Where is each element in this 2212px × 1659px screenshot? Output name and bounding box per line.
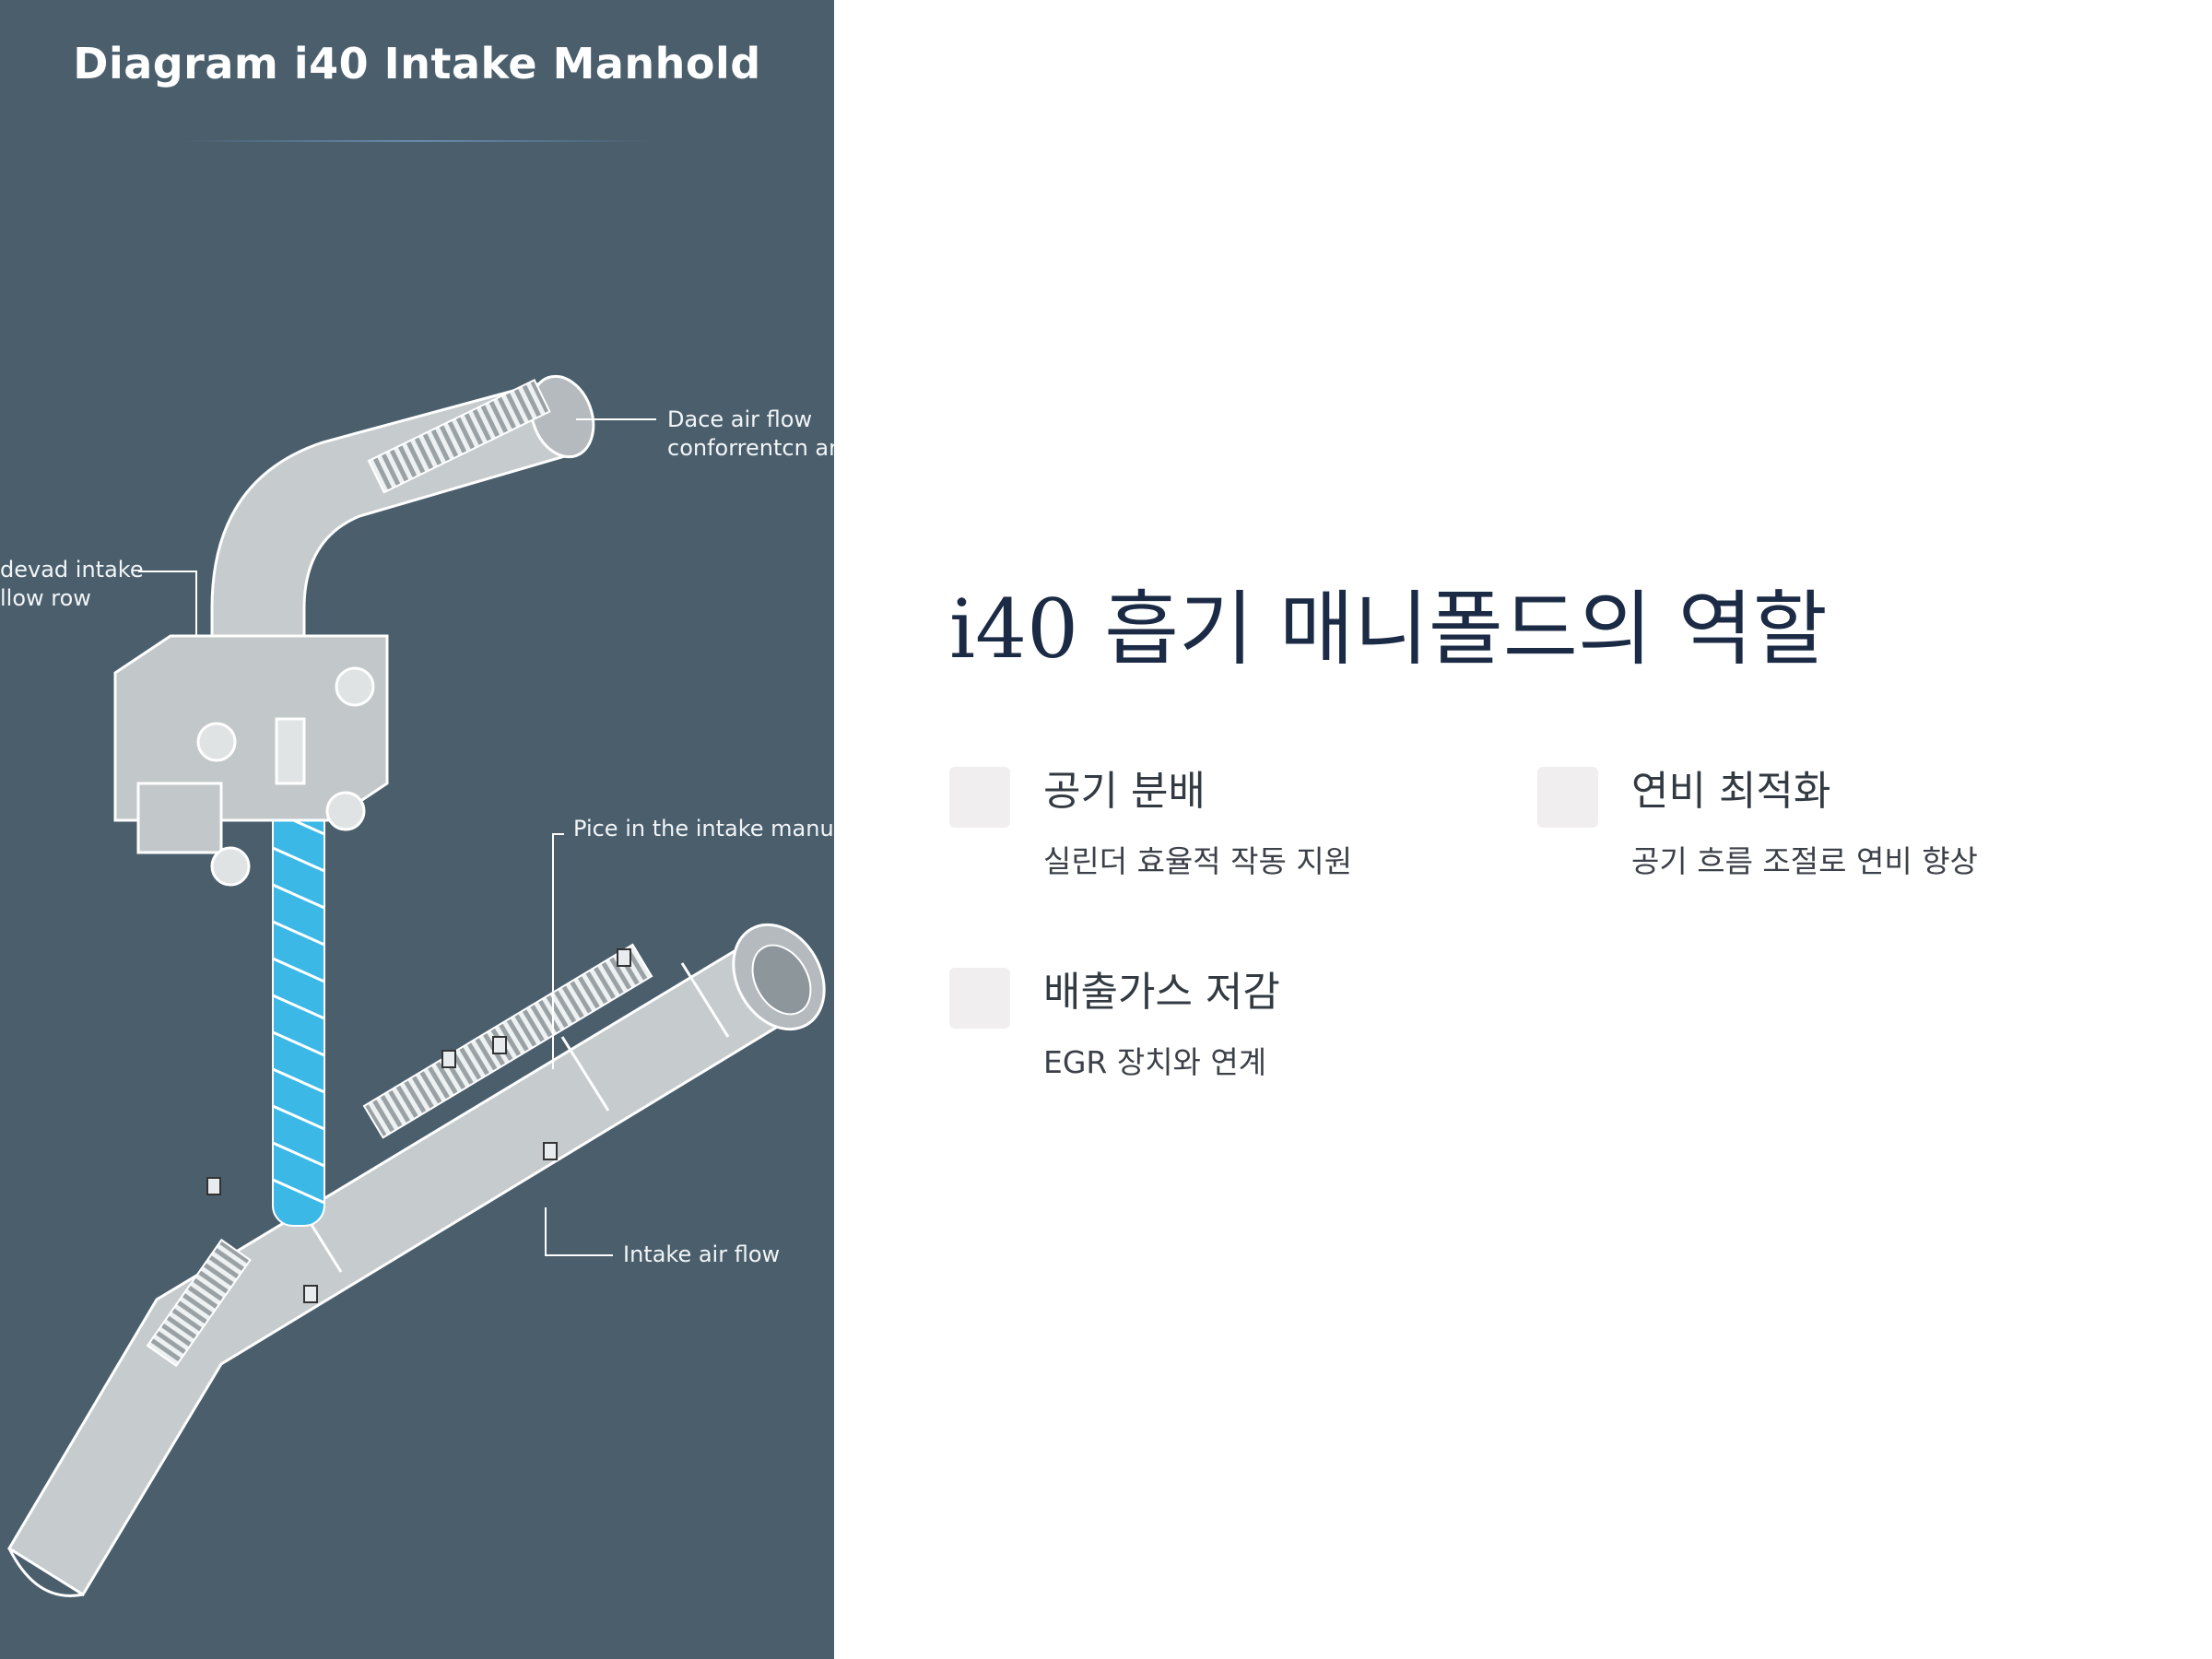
title-divider bbox=[180, 140, 654, 142]
callout-intake-row: devad intake llow row bbox=[0, 556, 144, 613]
callout-intake-row-line1: devad intake bbox=[0, 557, 144, 582]
diagram-panel: Diagram i40 Intake Manhold bbox=[0, 0, 834, 1659]
intake-manifold-illustration bbox=[6, 374, 826, 1597]
callout-air-flow: Dace air flow conforrentcn ar bbox=[667, 406, 834, 463]
callout-leaders bbox=[138, 418, 656, 1256]
callout-air-flow-line2: conforrentcn ar bbox=[667, 435, 834, 461]
feature-fuel-efficiency: 연비 최적화 공기 흐름 조절로 연비 향상 bbox=[1537, 758, 2053, 914]
blue-spring-connector bbox=[272, 792, 325, 1227]
callout-air-flow-line1: Dace air flow bbox=[667, 406, 813, 432]
feature-icon-placeholder bbox=[1537, 767, 1598, 828]
diagram-title: Diagram i40 Intake Manhold bbox=[73, 39, 761, 88]
feature-title: 배출가스 저감 bbox=[1043, 969, 1280, 1016]
feature-description: EGR 장치와 연계 bbox=[1043, 1044, 1267, 1080]
main-intake-pipe bbox=[6, 923, 826, 1597]
manifold-block bbox=[113, 634, 389, 887]
feature-description: 실린더 효율적 작동 지원 bbox=[1043, 843, 1353, 879]
feature-description: 공기 흐름 조절로 연비 향상 bbox=[1631, 843, 1978, 879]
page-heading: i40 흡기 매니폴드의 역할 bbox=[949, 582, 1828, 677]
callout-intake-row-line2: llow row bbox=[0, 585, 91, 611]
feature-emission-reduction: 배출가스 저감 EGR 장치와 연계 bbox=[949, 959, 1465, 1115]
content-panel: i40 흡기 매니폴드의 역할 공기 분배 실린더 효율적 작동 지원 연비 최… bbox=[834, 0, 2212, 1659]
feature-air-distribution: 공기 분배 실린더 효율적 작동 지원 bbox=[949, 758, 1465, 914]
callout-intake-piece: Pice in the intake manu bbox=[573, 816, 834, 841]
feature-title: 연비 최적화 bbox=[1631, 768, 1831, 815]
feature-icon-placeholder bbox=[949, 767, 1010, 828]
feature-title: 공기 분배 bbox=[1043, 768, 1206, 815]
callout-intake-air-flow: Intake air flow bbox=[623, 1241, 781, 1267]
feature-icon-placeholder bbox=[949, 968, 1010, 1029]
upper-elbow-pipe bbox=[210, 374, 595, 682]
